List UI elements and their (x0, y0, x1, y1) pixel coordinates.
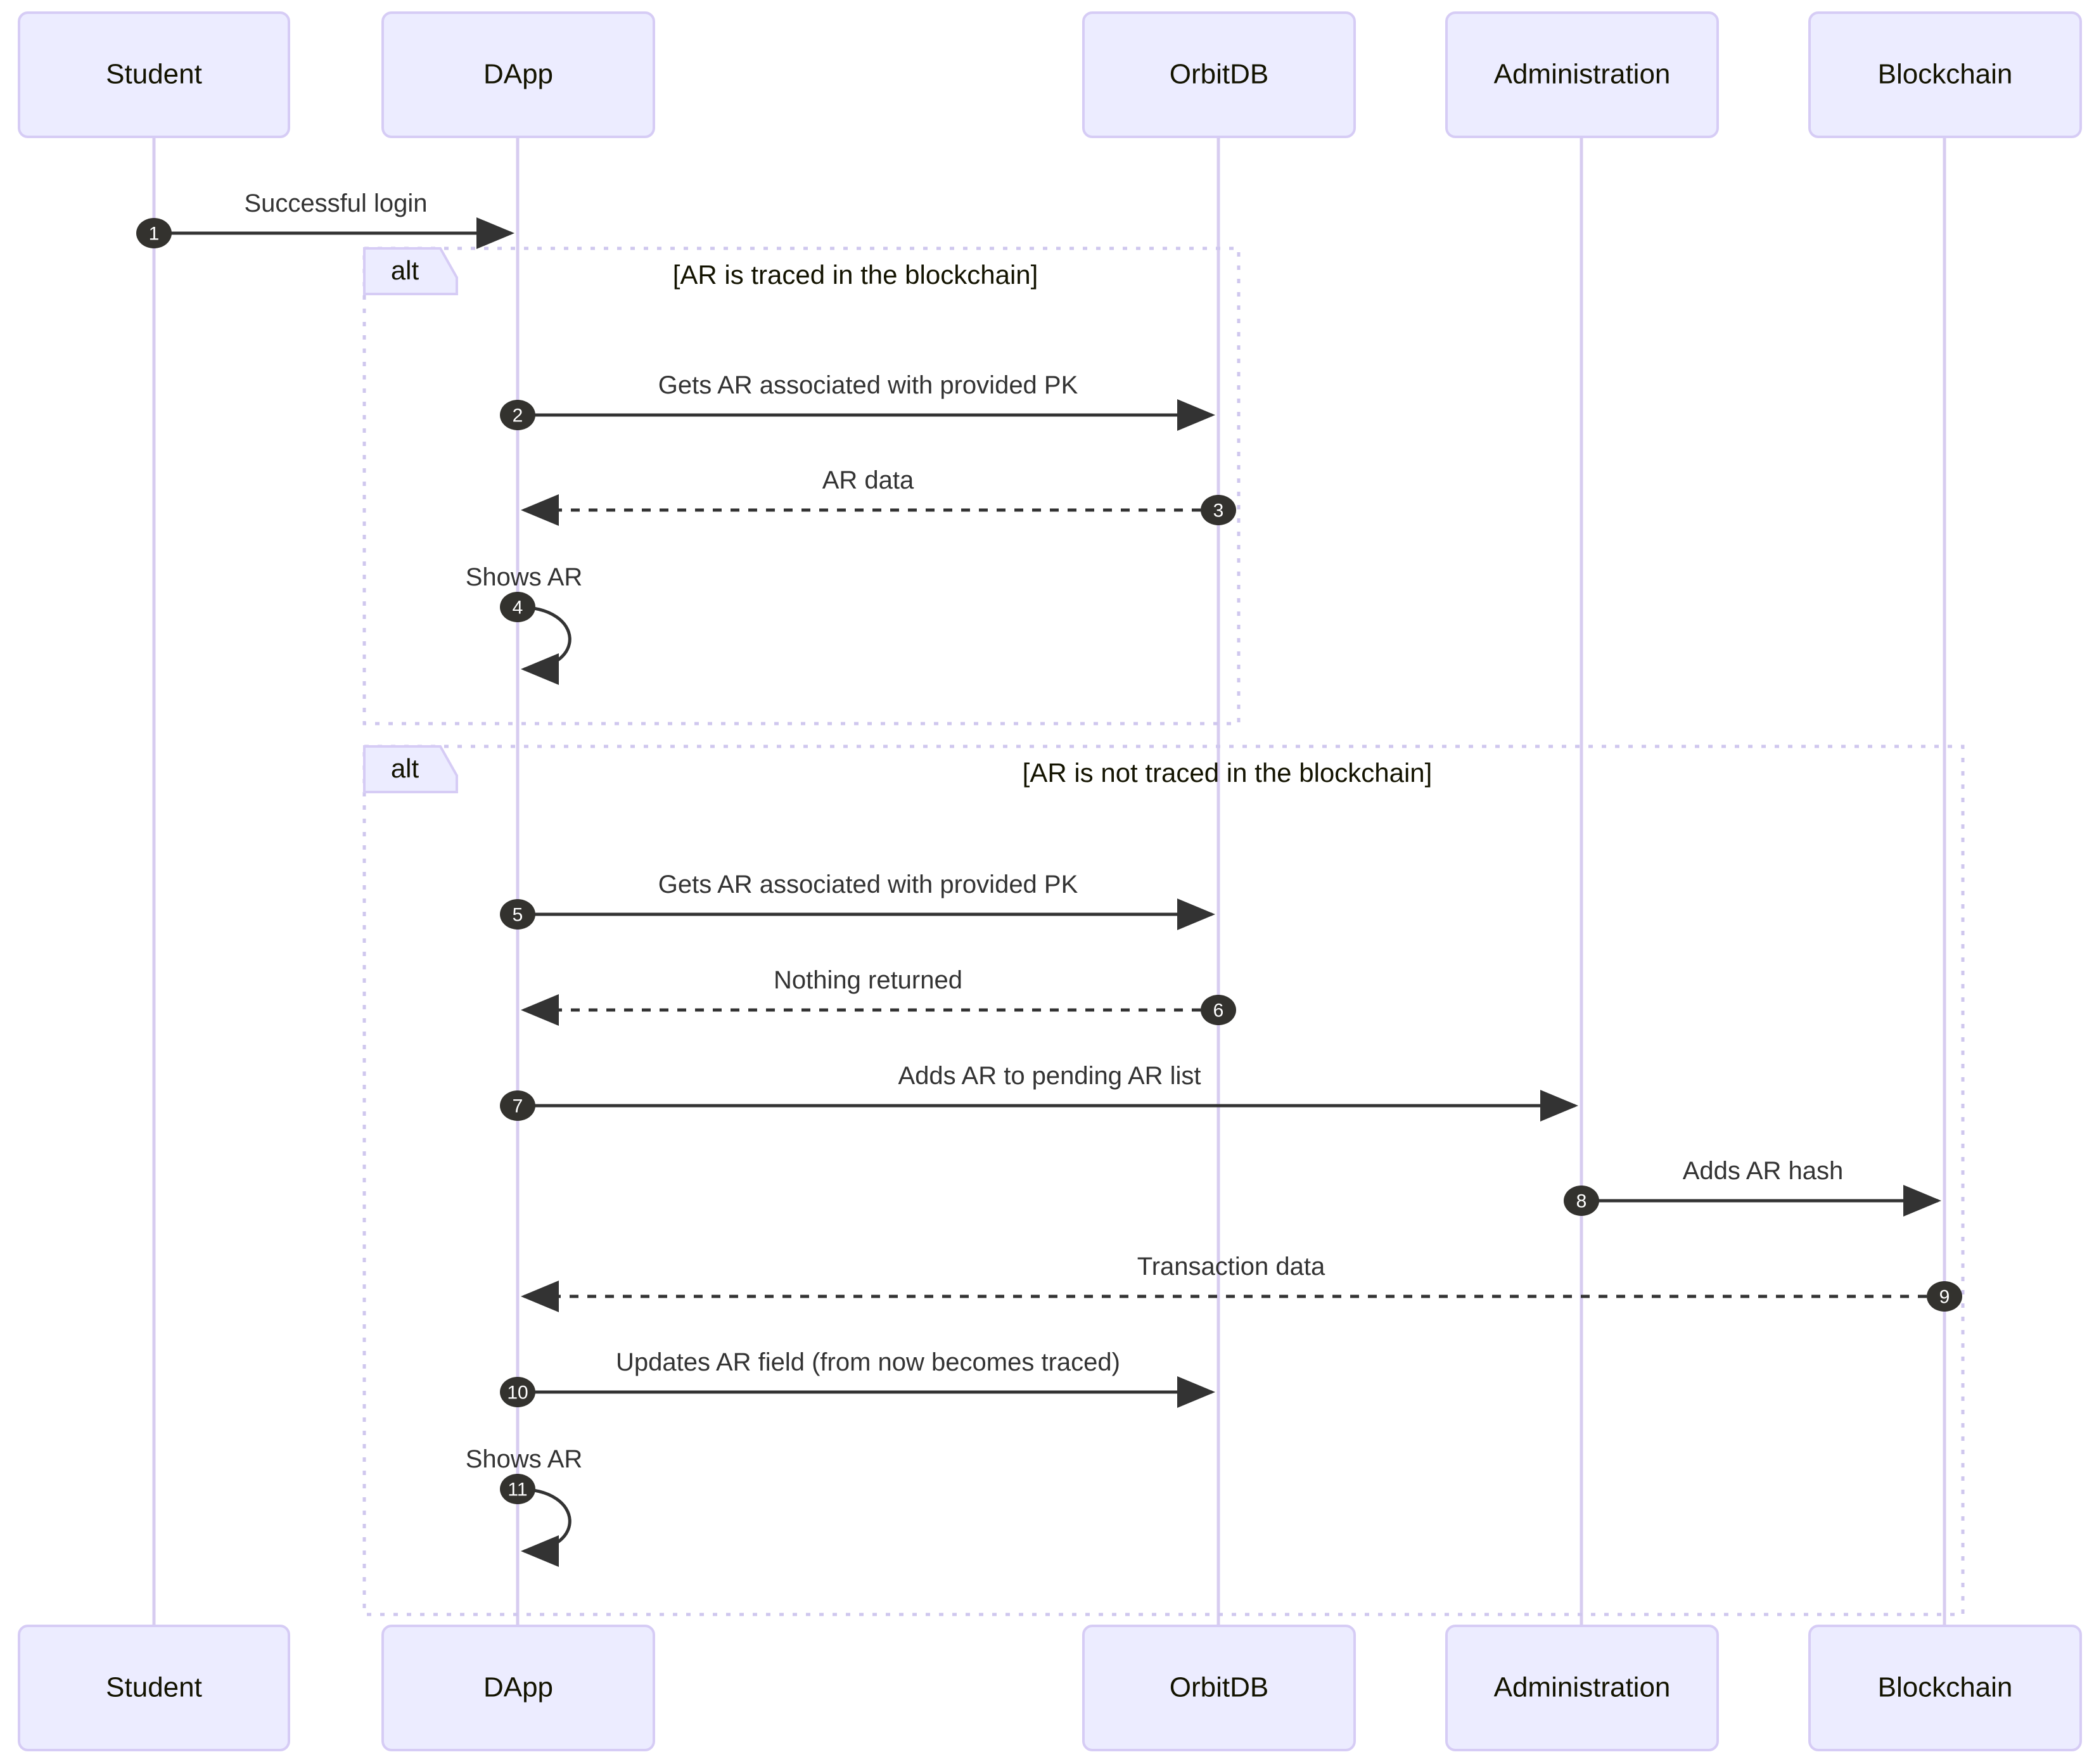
actor-label: OrbitDB (1170, 1672, 1268, 1703)
sequence-number-text: 10 (507, 1383, 528, 1403)
actor-box[interactable] (381, 11, 655, 138)
message-11: 11 Shows AR (466, 1445, 583, 1567)
sequence-number-badge (500, 899, 535, 930)
sequence-number-badge (1927, 1281, 1962, 1312)
message-1: 1 Successful login (136, 189, 514, 249)
sequence-number-text: 11 (508, 1480, 527, 1500)
actor-orbitdb-bottom[interactable]: OrbitDB (1082, 1625, 1356, 1751)
actor-box[interactable] (1082, 11, 1356, 138)
actors-bottom-layer: Student DApp OrbitDB Administration Blockcha… (18, 1625, 2082, 1751)
sequence-number-badge (1201, 995, 1236, 1025)
actor-administration-bottom[interactable]: Administration (1445, 1625, 1719, 1751)
alt-condition-label: [AR is traced in the blockchain] (673, 260, 1038, 290)
message-arrow (517, 1487, 571, 1567)
actor-label: Student (106, 59, 202, 90)
alt-fragments-layer: alt [AR is traced in the blockchain] alt [A… (362, 246, 1965, 1616)
actor-blockchain-bottom[interactable]: Blockchain (1808, 1625, 2082, 1751)
actor-blockchain-top[interactable]: Blockchain (1808, 11, 2082, 138)
sequence-number-text: 3 (1213, 501, 1224, 521)
actor-administration-top[interactable]: Administration (1445, 11, 1719, 138)
actor-label: Blockchain (1878, 1672, 2013, 1703)
actor-student-bottom[interactable]: Student (18, 1625, 290, 1751)
actor-box[interactable] (1082, 1625, 1356, 1751)
sequence-number-badge (500, 1090, 535, 1121)
actor-orbitdb-top[interactable]: OrbitDB (1082, 11, 1356, 138)
actor-box[interactable] (18, 11, 290, 138)
actor-box[interactable] (1808, 1625, 2082, 1751)
sequence-number-badge (1564, 1186, 1599, 1216)
actor-box[interactable] (18, 1625, 290, 1751)
sequence-number-badge (1201, 495, 1236, 525)
message-label: Shows AR (466, 563, 583, 591)
sequence-number-text: 8 (1576, 1191, 1587, 1212)
message-label: Shows AR (466, 1445, 583, 1473)
alt-fragment-border (362, 745, 1965, 1616)
actor-label: Administration (1494, 59, 1671, 90)
alt-fragment-alt-traced: alt [AR is traced in the blockchain] (362, 246, 1241, 725)
actor-student-top[interactable]: Student (18, 11, 290, 138)
alt-keyword-label: alt (391, 753, 419, 783)
sequence-number-badge (500, 1474, 535, 1504)
actor-box[interactable] (381, 1625, 655, 1751)
alt-fragment-alt-not-traced: alt [AR is not traced in the blockchain] (362, 745, 1965, 1616)
sequence-number-text: 9 (1939, 1287, 1950, 1308)
sequence-number-badge (500, 1377, 535, 1407)
message-label: Nothing returned (774, 966, 962, 994)
message-label: Adds AR to pending AR list (898, 1062, 1201, 1090)
message-9: 9 Transaction data (521, 1253, 1962, 1312)
sequence-number-text: 6 (1213, 1000, 1224, 1021)
actor-dapp-top[interactable]: DApp (381, 11, 655, 138)
message-3: 3 AR data (521, 466, 1236, 526)
sequence-number-badge (500, 400, 535, 430)
actor-box[interactable] (1445, 11, 1719, 138)
message-arrow (517, 605, 571, 685)
message-label: Transaction data (1137, 1253, 1325, 1281)
actor-label: Blockchain (1878, 59, 2013, 90)
actor-dapp-bottom[interactable]: DApp (381, 1625, 655, 1751)
message-label: Updates AR field (from now becomes trace… (616, 1348, 1120, 1376)
alt-keyword-tab (363, 745, 458, 793)
message-6: 6 Nothing returned (521, 966, 1236, 1026)
message-4: 4 Shows AR (466, 563, 583, 685)
sequence-number-badge (136, 218, 172, 248)
sequence-number-text: 2 (513, 406, 523, 426)
actor-box[interactable] (1445, 1625, 1719, 1751)
sequence-number-badge (500, 592, 535, 622)
message-label: Gets AR associated with provided PK (658, 871, 1078, 898)
alt-fragment-border (362, 246, 1241, 725)
sequence-number-text: 7 (513, 1096, 523, 1117)
message-label: Gets AR associated with provided PK (658, 371, 1078, 399)
alt-keyword-tab (363, 247, 458, 295)
message-label: Adds AR hash (1683, 1157, 1844, 1185)
message-label: Successful login (244, 189, 427, 217)
message-2: 2 Gets AR associated with provided PK (500, 371, 1215, 431)
actor-label: OrbitDB (1170, 59, 1268, 90)
actor-label: DApp (483, 59, 553, 90)
actor-label: Administration (1494, 1672, 1671, 1703)
message-8: 8 Adds AR hash (1564, 1157, 1941, 1217)
sequence-number-text: 4 (513, 598, 523, 618)
message-7: 7 Adds AR to pending AR list (500, 1062, 1578, 1122)
actor-box[interactable] (1808, 11, 2082, 138)
sequence-number-text: 5 (513, 905, 523, 926)
actor-label: Student (106, 1672, 202, 1703)
message-5: 5 Gets AR associated with provided PK (500, 871, 1215, 930)
alt-keyword-label: alt (391, 255, 419, 285)
message-label: AR data (822, 466, 914, 494)
actors-top-layer: Student DApp OrbitDB Administration Blockcha… (18, 11, 2082, 138)
actor-label: DApp (483, 1672, 553, 1703)
alt-condition-label: [AR is not traced in the blockchain] (1023, 758, 1433, 788)
sequence-number-text: 1 (149, 224, 160, 245)
message-10: 10 Updates AR field (from now becomes tra… (500, 1348, 1215, 1408)
